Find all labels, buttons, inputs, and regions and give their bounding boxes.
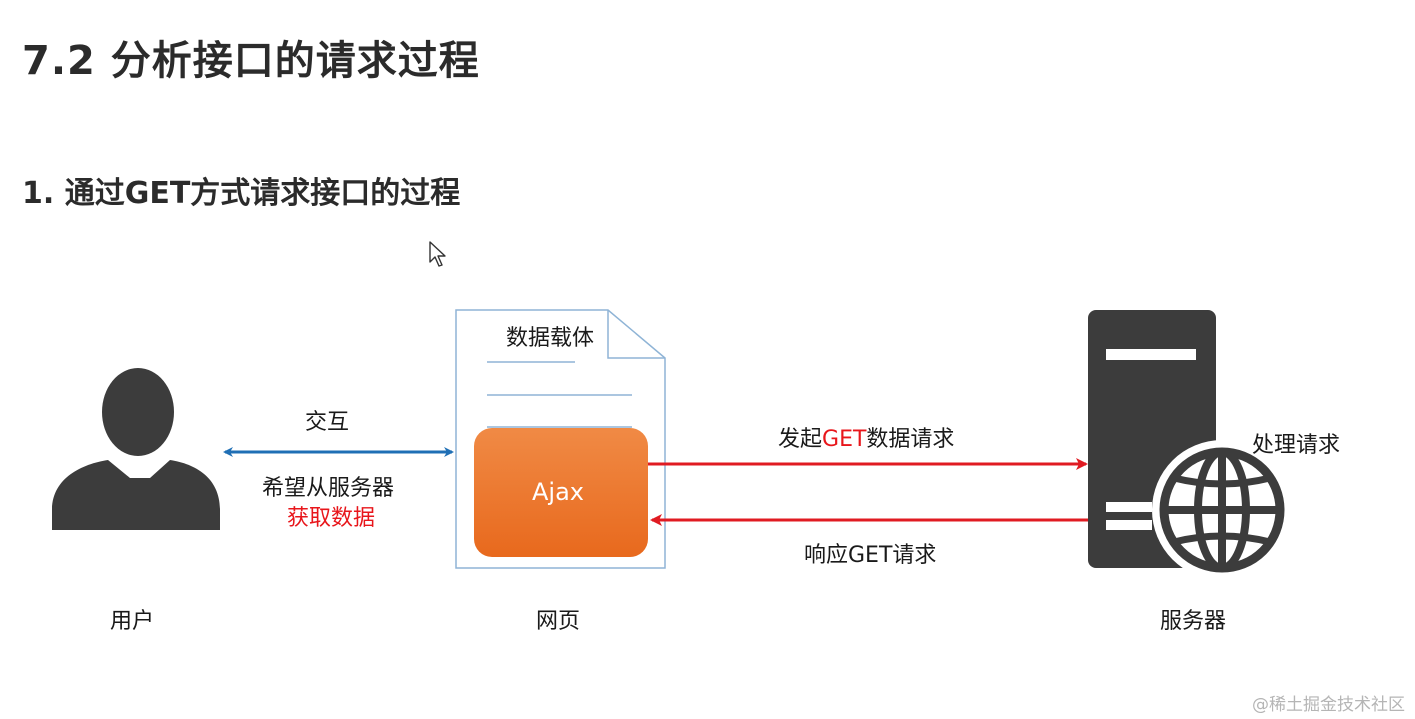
watermark: @稀土掘金技术社区 bbox=[1252, 695, 1405, 715]
process-label: 处理请求 bbox=[1252, 433, 1341, 458]
doc-title-label: 数据载体 bbox=[506, 326, 595, 351]
user-label: 用户 bbox=[110, 609, 155, 634]
user-silhouette-icon bbox=[52, 368, 220, 530]
page-label: 网页 bbox=[536, 609, 581, 634]
globe-icon bbox=[1152, 440, 1292, 580]
fetch-label: 获取数据 bbox=[287, 506, 376, 531]
ajax-label: Ajax bbox=[532, 478, 584, 506]
want-label: 希望从服务器 bbox=[262, 476, 395, 501]
request-suffix: 数据请求 bbox=[866, 427, 955, 452]
response-label: 响应GET请求 bbox=[804, 543, 937, 568]
request-prefix: 发起 bbox=[778, 427, 823, 452]
request-highlight: GET bbox=[822, 427, 867, 452]
page-title: 7.2 分析接口的请求过程 bbox=[22, 38, 480, 84]
request-label: 发起GET数据请求 bbox=[778, 421, 954, 453]
section-subtitle: 1. 通过GET方式请求接口的过程 bbox=[22, 176, 461, 211]
mouse-cursor-icon bbox=[429, 241, 446, 267]
ajax-box bbox=[474, 428, 648, 557]
server-label: 服务器 bbox=[1160, 609, 1227, 634]
interact-label: 交互 bbox=[305, 410, 350, 435]
